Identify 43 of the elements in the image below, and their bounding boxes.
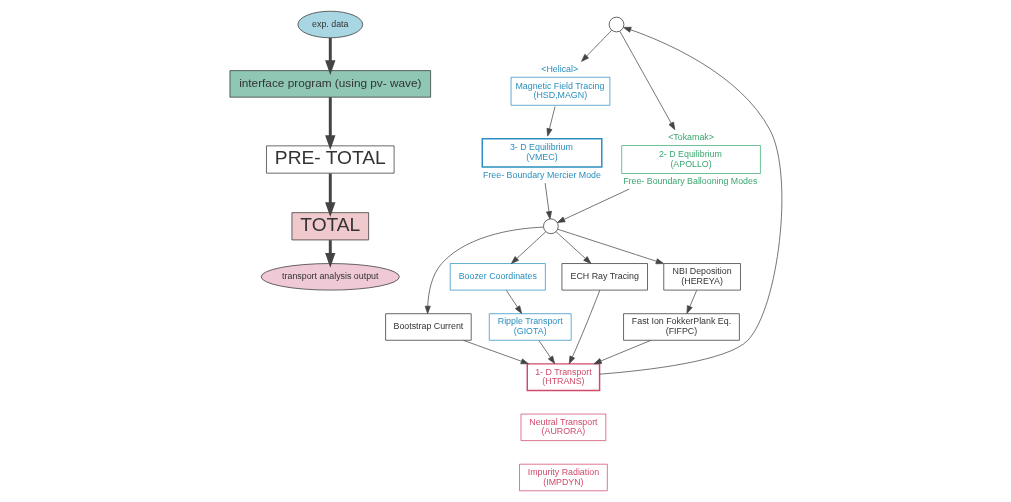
node-box: 3- D Equilibrium (VMEC) [481, 138, 602, 168]
arrow [544, 182, 552, 220]
arrow [598, 26, 782, 375]
arrow [556, 228, 664, 265]
arrow [324, 97, 335, 151]
node-ellipse: exp. data [297, 10, 363, 39]
node-box: Ripple Transport (GIOTA) [488, 313, 572, 341]
node-box: interface program (using pv- wave) [229, 70, 431, 98]
arrow [324, 173, 335, 218]
arrow [593, 340, 651, 365]
node-box: Neutral Transport (AURORA) [520, 413, 606, 441]
node-ellipse: transport analysis output [260, 263, 400, 291]
node-box: Magnetic Field Tracing (HSD,MAGN) [510, 76, 610, 106]
node-box: PRE- TOTAL [265, 145, 394, 174]
node-label: <Tokamak> [667, 132, 714, 143]
node-box: Bootstrap Current [384, 313, 472, 341]
arrow [546, 106, 555, 137]
node-box: Boozer Coordinates [449, 263, 546, 291]
arrow [510, 231, 546, 264]
arrow [505, 290, 522, 314]
arrow [324, 37, 335, 76]
node-box: TOTAL [291, 212, 369, 241]
node-label: Free- Boundary Ballooning Modes [622, 175, 757, 186]
node-label: <Helical> [540, 63, 578, 74]
arrow [462, 340, 529, 365]
node-box: 1- D Transport (HTRANS) [526, 363, 600, 392]
arrow [619, 30, 675, 131]
arrow [538, 340, 555, 364]
node-label: Free- Boundary Mercier Mode [482, 169, 601, 180]
arrow [555, 231, 591, 264]
arrow [324, 240, 335, 268]
node-box: 2- D Equilibrium (APOLLO) [620, 145, 761, 174]
arrow [568, 289, 600, 365]
node-circle [542, 218, 559, 235]
node-box: Impurity Radiation (IMPDYN) [518, 463, 608, 492]
node-circle [608, 16, 624, 33]
arrow [424, 226, 544, 314]
arrow [580, 29, 612, 62]
node-box: ECH Ray Tracing [561, 263, 648, 291]
arrow [686, 290, 697, 314]
arrow [556, 188, 630, 223]
node-box: Fast Ion FokkerPlank Eq. (FIFPC) [622, 313, 740, 341]
node-box: NBI Deposition (HEREYA) [662, 263, 741, 291]
